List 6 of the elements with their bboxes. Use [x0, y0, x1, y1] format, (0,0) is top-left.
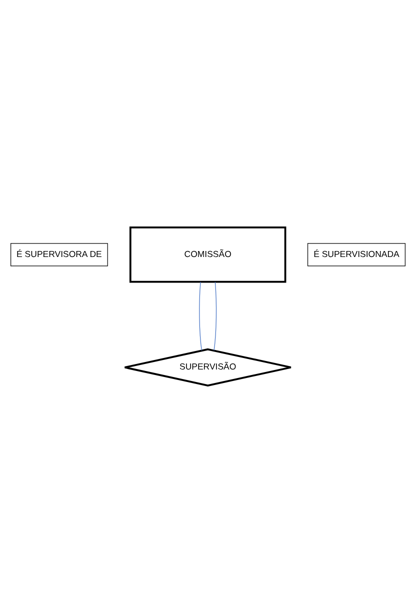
connector	[214, 281, 217, 350]
connector	[199, 281, 202, 350]
node-box: É SUPERVISORA DE	[10, 242, 108, 266]
node-box: COMISSÃO	[129, 226, 286, 282]
node-diamond: SUPERVISÃO	[124, 348, 292, 386]
node-box: É SUPERVISIONADA	[307, 242, 406, 266]
